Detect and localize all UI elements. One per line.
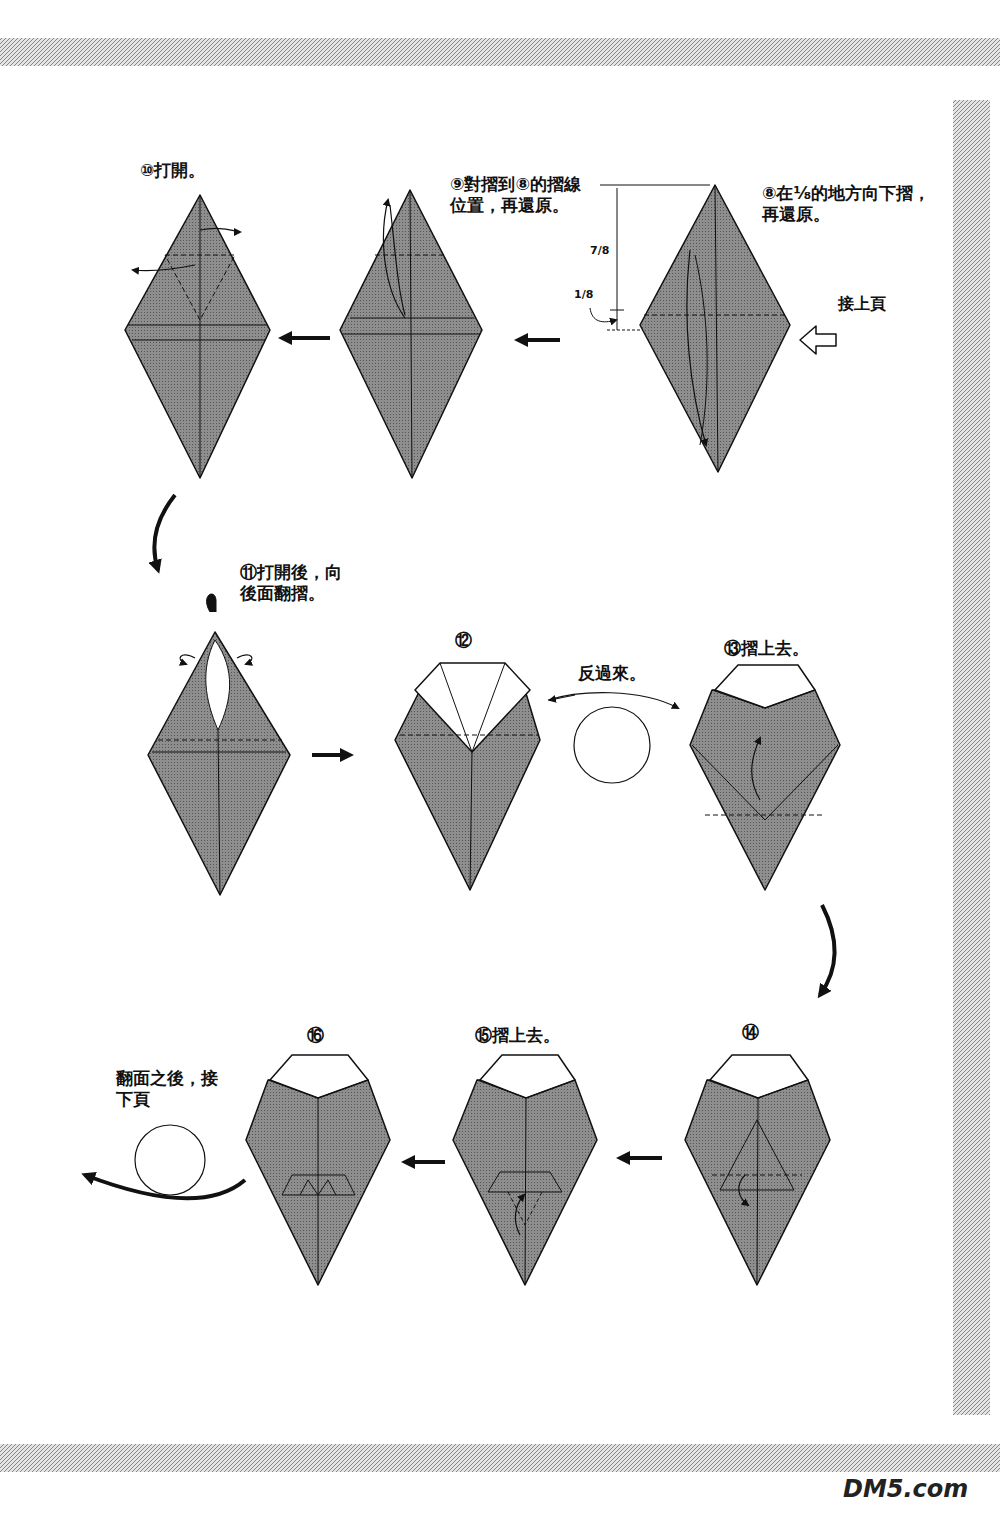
step-label: ⑧在⅛的地方向下摺，再還原。 (762, 183, 932, 226)
step-label: ⑬摺上去。 (724, 638, 809, 659)
step-label: ⑪打開後，向後面翻摺。 (240, 562, 352, 605)
dimension-label: 1/8 (574, 288, 593, 302)
note-label: 翻面之後，接下頁 (116, 1068, 228, 1111)
dimension-label: 7/8 (590, 244, 609, 258)
callout-number: ⑭ (742, 1022, 759, 1043)
callout-number: ⑫ (455, 630, 472, 651)
step-label: ⑮摺上去。 (475, 1025, 560, 1046)
step-label: ⑩打開。 (140, 160, 205, 181)
note-label: 接上頁 (838, 294, 886, 314)
step-label: ⑨對摺到⑧的摺線位置，再還原。 (450, 174, 595, 217)
watermark: DM5.com (843, 1474, 968, 1504)
note-label: 反過來。 (578, 663, 646, 684)
callout-number: ⑯ (307, 1025, 324, 1046)
